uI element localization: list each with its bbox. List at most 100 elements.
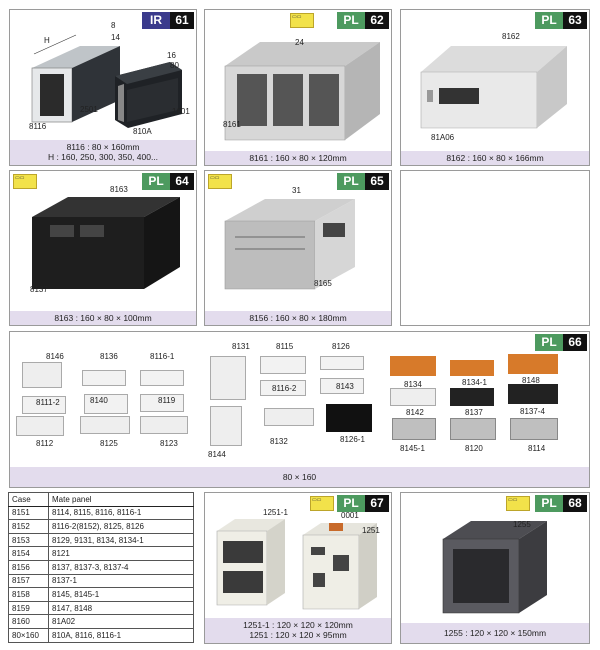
cell-case: 80×160 bbox=[8, 628, 49, 643]
label-2501: 2501 bbox=[80, 105, 98, 114]
label-8162: 8162 bbox=[502, 32, 520, 41]
enclosure-8156-image bbox=[224, 199, 355, 290]
caption-64: 8163 : 160 × 80 × 100mm bbox=[10, 311, 196, 325]
badge-64: PL 64 bbox=[142, 173, 194, 190]
label-8125: 8125 bbox=[100, 439, 118, 448]
cell-case: 8156 bbox=[8, 560, 49, 575]
badge-type: PL bbox=[535, 12, 563, 29]
caption-line-2: 1251 : 120 × 120 × 95mm bbox=[249, 630, 347, 640]
label-8123: 8123 bbox=[160, 439, 178, 448]
badge-number: 61 bbox=[170, 12, 194, 29]
label-8115: 8115 bbox=[276, 342, 294, 351]
panel-61: IR 61 H 8 14 16 80 2501 1601 8116 810A 8… bbox=[9, 9, 197, 166]
badge-66: PL 66 bbox=[535, 334, 587, 351]
label-8116: 8116 bbox=[29, 122, 47, 131]
cell-case: 8151 bbox=[8, 506, 49, 521]
panel-62: ▭▭ PL 62 24 8161 8161 : 160 × 80 × 120mm bbox=[204, 9, 392, 166]
label-8136: 8136 bbox=[100, 352, 118, 361]
label-24: 24 bbox=[295, 38, 304, 47]
label-8143: 8143 bbox=[336, 382, 354, 391]
panel-64: ▭▭ PL 64 8163 8137 8163 : 160 × 80 × 100… bbox=[9, 170, 197, 326]
cell-mate: 8129, 9131, 8134, 8134-1 bbox=[48, 533, 194, 548]
label-8145-1: 8145-1 bbox=[400, 444, 425, 453]
product-tag-icon: ▭▭ bbox=[208, 174, 232, 189]
badge-number: 66 bbox=[563, 334, 587, 351]
label-80: 80 bbox=[170, 61, 179, 70]
label-8: 8 bbox=[111, 21, 116, 30]
panel-68: ▭▭ PL 68 1255 1255 : 120 × 120 × 150mm bbox=[400, 492, 590, 644]
label-8163: 8163 bbox=[110, 185, 128, 194]
badge-61: IR 61 bbox=[142, 12, 194, 29]
badge-type: IR bbox=[142, 12, 170, 29]
label-8134-1: 8134-1 bbox=[462, 378, 487, 387]
label-8137: 8137 bbox=[465, 408, 483, 417]
cell-case: 8157 bbox=[8, 574, 49, 589]
label-14: 14 bbox=[111, 33, 120, 42]
cell-case: 8153 bbox=[8, 533, 49, 548]
badge-type: PL bbox=[142, 173, 170, 190]
caption-66: 80 × 160 bbox=[10, 467, 589, 487]
badge-65: PL 65 bbox=[337, 173, 389, 190]
badge-type: PL bbox=[337, 173, 365, 190]
product-tag-icon: ▭▭ bbox=[310, 496, 334, 511]
cell-case: 8158 bbox=[8, 587, 49, 602]
empty-panel bbox=[400, 170, 590, 326]
label-8116-1: 8116-1 bbox=[150, 352, 175, 361]
caption-63: 8162 : 160 × 80 × 166mm bbox=[401, 151, 589, 165]
caption-68: 1255 : 120 × 120 × 150mm bbox=[401, 623, 589, 643]
label-8142: 8142 bbox=[406, 408, 424, 417]
cell-case: 8159 bbox=[8, 601, 49, 616]
label-1251: 1251 bbox=[362, 526, 380, 535]
enclosure-8161-image bbox=[224, 42, 380, 141]
badge-67: PL 67 bbox=[337, 495, 389, 512]
cell-case: 8154 bbox=[8, 546, 49, 561]
cell-mate: 8137, 8137-3, 8137-4 bbox=[48, 560, 194, 575]
header-case: Case bbox=[8, 492, 49, 507]
caption-62: 8161 : 160 × 80 × 120mm bbox=[205, 151, 391, 165]
badge-number: 63 bbox=[563, 12, 587, 29]
product-tag-icon: ▭▭ bbox=[506, 496, 530, 511]
label-8131: 8131 bbox=[232, 342, 250, 351]
badge-type: PL bbox=[337, 12, 365, 29]
cell-mate: 810A, 8116, 8116-1 bbox=[48, 628, 194, 643]
enclosure-1255-image bbox=[442, 521, 547, 614]
badge-type: PL bbox=[337, 495, 365, 512]
caption-line-1: 8116 : 80 × 160mm bbox=[66, 142, 140, 152]
label-h: H bbox=[44, 36, 50, 45]
badge-number: 67 bbox=[365, 495, 389, 512]
cell-mate: 8137-1 bbox=[48, 574, 194, 589]
label-1601: 1601 bbox=[172, 107, 190, 116]
label-16: 16 bbox=[167, 51, 176, 60]
label-8144: 8144 bbox=[208, 450, 226, 459]
label-8112: 8112 bbox=[36, 439, 54, 448]
cell-mate: 8114, 8115, 8116, 8116-1 bbox=[48, 506, 194, 521]
cell-mate: 8145, 8145-1 bbox=[48, 587, 194, 602]
panel-65: ▭▭ PL 65 31 8165 8156 : 160 × 80 × 180mm bbox=[204, 170, 392, 326]
badge-type: PL bbox=[535, 334, 563, 351]
label-31: 31 bbox=[292, 186, 301, 195]
enclosure-8116-image bbox=[31, 34, 182, 128]
caption-61: 8116 : 80 × 160mm H : 160, 250, 300, 350… bbox=[10, 140, 196, 165]
badge-number: 68 bbox=[563, 495, 587, 512]
label-8132: 8132 bbox=[270, 437, 288, 446]
label-81a06: 81A06 bbox=[431, 133, 455, 142]
label-8140: 8140 bbox=[90, 396, 108, 405]
label-8116-2: 8116-2 bbox=[272, 384, 297, 393]
enclosure-8163-image bbox=[32, 197, 180, 289]
caption-line-2: H : 160, 250, 300, 350, 400... bbox=[47, 152, 159, 162]
label-1255: 1255 bbox=[513, 520, 531, 529]
badge-number: 65 bbox=[365, 173, 389, 190]
enclosure-8162-image bbox=[420, 46, 567, 129]
product-tag-icon: ▭▭ bbox=[13, 174, 37, 189]
caption-65: 8156 : 160 × 80 × 180mm bbox=[205, 311, 391, 325]
badge-type: PL bbox=[535, 495, 563, 512]
header-mate-panel: Mate panel bbox=[48, 492, 194, 507]
label-8134: 8134 bbox=[404, 380, 422, 389]
